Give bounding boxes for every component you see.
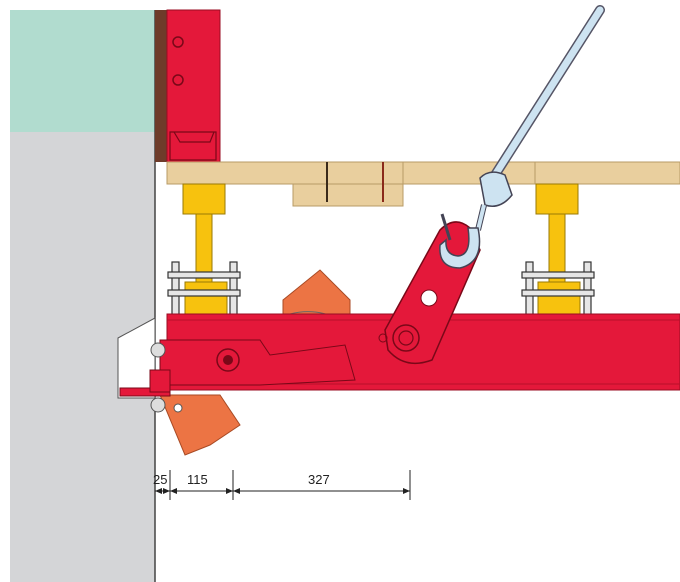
prop-left [182, 183, 228, 315]
wall-upper-teal [10, 10, 155, 132]
dimension-label-327: 327 [308, 472, 330, 487]
beam-head-assembly [119, 339, 356, 413]
formwork-brown-strip [155, 10, 167, 162]
crane-hook-icon [439, 171, 513, 269]
formwork-panel [166, 9, 221, 163]
timber-decking [166, 161, 680, 207]
panel-hole-2 [172, 74, 184, 86]
dimension-label-115: 115 [187, 472, 208, 487]
clamp-icon [167, 261, 595, 321]
dimension-label-25: 25 [153, 472, 167, 487]
wall-bracket-plate [117, 317, 156, 399]
timber-block [292, 183, 404, 207]
prop-right [535, 183, 581, 315]
panel-hole-1 [172, 36, 184, 48]
dimension-chain [155, 470, 411, 500]
